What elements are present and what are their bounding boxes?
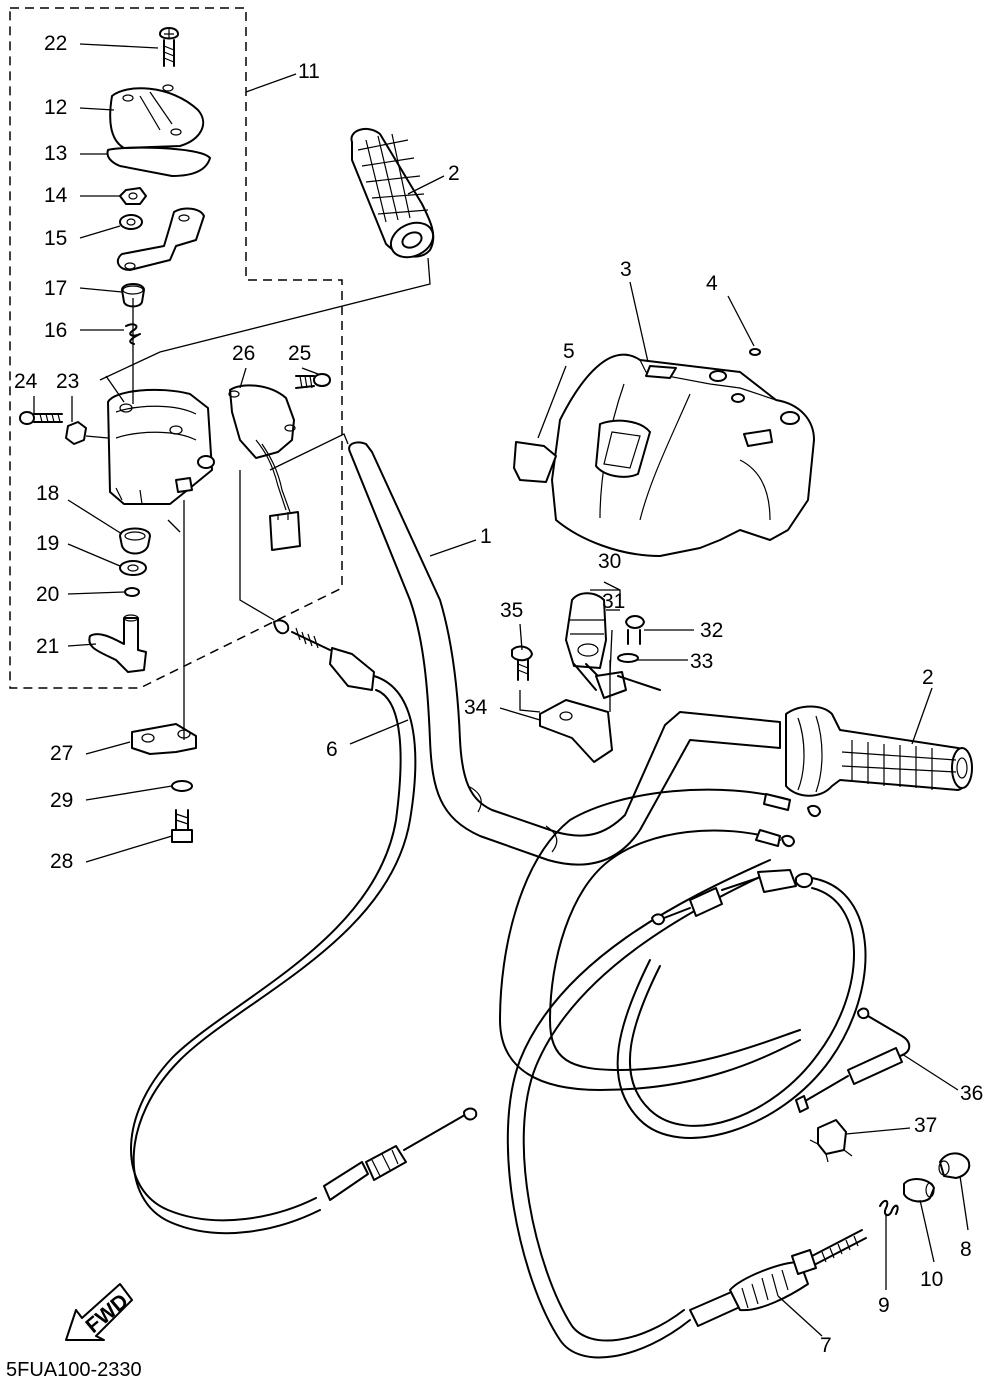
callout-32: 32 bbox=[700, 619, 723, 642]
callout-22: 22 bbox=[44, 32, 67, 55]
handlebar[interactable] bbox=[348, 441, 781, 866]
group-11-outline bbox=[9, 7, 343, 689]
callout-7: 7 bbox=[820, 1334, 832, 1357]
bolt-28[interactable] bbox=[171, 809, 193, 843]
switch-housing-upper[interactable] bbox=[106, 27, 211, 345]
callout-12: 12 bbox=[44, 96, 67, 119]
callout-25: 25 bbox=[288, 342, 311, 365]
callout-17: 17 bbox=[44, 277, 67, 300]
callout-36: 36 bbox=[960, 1082, 983, 1105]
callout-18: 18 bbox=[36, 482, 59, 505]
spring-9[interactable] bbox=[879, 1200, 899, 1216]
callout-20: 20 bbox=[36, 583, 59, 606]
cable-bar-lower[interactable] bbox=[499, 788, 821, 1091]
callout-24: 24 bbox=[14, 370, 38, 393]
washer-33[interactable] bbox=[617, 653, 639, 663]
callout-9: 9 bbox=[878, 1294, 890, 1317]
switch-housing-lower[interactable] bbox=[107, 388, 215, 505]
screw-32[interactable] bbox=[625, 615, 645, 645]
callout-21: 21 bbox=[36, 635, 59, 658]
cable-6[interactable] bbox=[130, 619, 478, 1235]
cover-screw[interactable] bbox=[749, 348, 761, 356]
callout-33: 33 bbox=[690, 650, 713, 673]
switch-30[interactable] bbox=[565, 592, 661, 699]
callout-5: 5 bbox=[563, 340, 575, 363]
fwd-arrow: FWD bbox=[65, 1283, 133, 1341]
clip-37[interactable] bbox=[809, 1119, 853, 1163]
lever-assembly[interactable] bbox=[228, 384, 301, 551]
right-grip[interactable] bbox=[785, 705, 973, 797]
callout-10: 10 bbox=[920, 1268, 943, 1291]
callout-31: 31 bbox=[602, 590, 625, 613]
callout-8: 8 bbox=[960, 1238, 972, 1261]
callout-6: 6 bbox=[326, 738, 338, 761]
callout-35: 35 bbox=[500, 599, 523, 622]
clamp-27[interactable] bbox=[131, 723, 197, 755]
callout-2-lower: 2 bbox=[922, 666, 934, 689]
callout-2-upper: 2 bbox=[448, 162, 460, 185]
screw-25[interactable] bbox=[295, 373, 331, 389]
adjuster-10[interactable] bbox=[903, 1178, 935, 1203]
cover-emblem[interactable] bbox=[513, 441, 557, 483]
callout-13: 13 bbox=[44, 142, 67, 165]
callout-29: 29 bbox=[50, 789, 73, 812]
cable-7[interactable] bbox=[506, 859, 867, 1359]
leader-lines bbox=[33, 43, 969, 1337]
callout-34: 34 bbox=[464, 696, 488, 719]
callout-30: 30 bbox=[598, 550, 621, 573]
washer-29[interactable] bbox=[171, 780, 193, 792]
callout-4: 4 bbox=[706, 272, 718, 295]
callout-27: 27 bbox=[50, 742, 73, 765]
callout-11: 11 bbox=[298, 60, 320, 83]
lower-stack[interactable] bbox=[88, 527, 151, 673]
callout-3: 3 bbox=[620, 258, 632, 281]
bracket-34[interactable] bbox=[539, 699, 613, 763]
callout-26: 26 bbox=[232, 342, 255, 365]
callout-labels: 1 2 2 3 4 5 6 7 8 9 10 11 12 13 14 15 16… bbox=[14, 32, 983, 1357]
handlebar-cover[interactable] bbox=[551, 353, 815, 557]
callout-15: 15 bbox=[44, 227, 67, 250]
diagram-code: 5FUA100-2330 bbox=[6, 1359, 142, 1381]
callout-19: 19 bbox=[36, 532, 59, 555]
nut-23[interactable] bbox=[65, 421, 87, 445]
left-grip[interactable] bbox=[350, 127, 438, 264]
callout-28: 28 bbox=[50, 850, 73, 873]
callout-1: 1 bbox=[480, 525, 492, 548]
callout-37: 37 bbox=[914, 1114, 937, 1137]
cable-36[interactable] bbox=[616, 869, 911, 1139]
screw-35[interactable] bbox=[511, 645, 533, 681]
screw-24[interactable] bbox=[19, 411, 63, 425]
callout-16: 16 bbox=[44, 319, 67, 342]
cap-8[interactable] bbox=[938, 1152, 971, 1179]
callout-14: 14 bbox=[44, 184, 68, 207]
callout-23: 23 bbox=[56, 370, 79, 393]
